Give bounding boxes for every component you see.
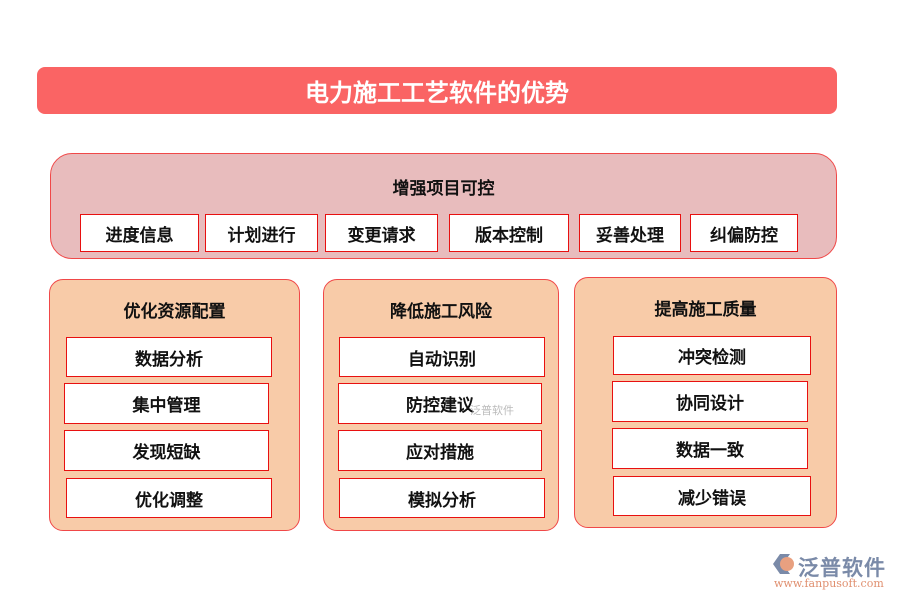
item-box: 数据分析 xyxy=(66,337,272,377)
page-title: 电力施工工艺软件的优势 xyxy=(37,67,837,114)
item-box: 计划进行 xyxy=(205,214,318,252)
item-box: 优化调整 xyxy=(66,478,272,518)
item-box: 自动识别 xyxy=(339,337,545,377)
panel-title: 降低施工风险 xyxy=(390,302,492,322)
panel-title: 增强项目可控 xyxy=(392,179,495,199)
item-box: 发现短缺 xyxy=(64,430,269,471)
item-box: 变更请求 xyxy=(325,214,438,252)
item-box: 妥善处理 xyxy=(579,214,681,252)
item-box: 数据一致 xyxy=(612,428,808,469)
watermark: 泛普软件 xyxy=(470,404,514,417)
logo-name: 泛普软件 xyxy=(798,556,886,580)
item-box: 进度信息 xyxy=(80,214,199,252)
panel-title: 优化资源配置 xyxy=(123,302,226,322)
item-box: 版本控制 xyxy=(449,214,569,252)
item-box: 纠偏防控 xyxy=(690,214,798,252)
panel-title: 提高施工质量 xyxy=(654,300,757,320)
item-box: 应对措施 xyxy=(338,430,542,471)
item-box: 防控建议 xyxy=(338,383,542,424)
logo-icon xyxy=(773,554,794,574)
brand-logo: 泛普软件 www.fanpusoft.com xyxy=(770,552,895,592)
item-box: 模拟分析 xyxy=(339,478,545,518)
item-box: 协同设计 xyxy=(612,381,808,422)
logo-url: www.fanpusoft.com xyxy=(774,577,884,590)
item-box: 集中管理 xyxy=(64,383,269,424)
item-box: 冲突检测 xyxy=(613,336,811,375)
item-box: 减少错误 xyxy=(613,476,811,516)
